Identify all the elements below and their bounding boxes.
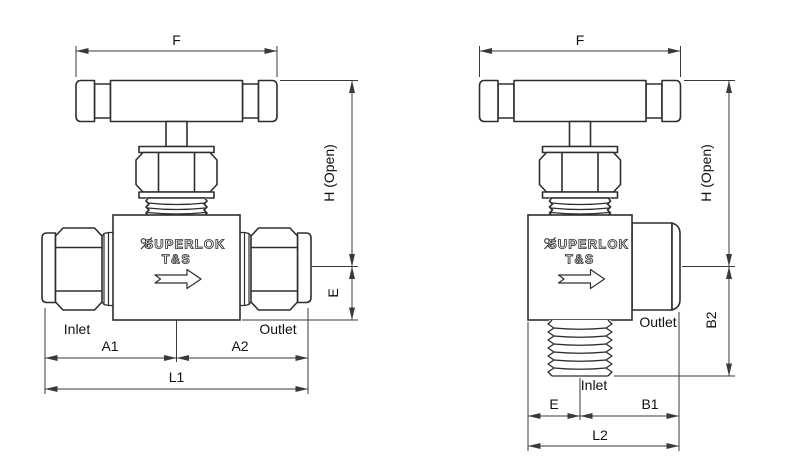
outlet-label: Outlet [639,314,676,330]
straight-valve-outlet-fitting [239,227,312,311]
e-label: E [549,396,558,412]
brand-model-text: T&S [162,253,192,267]
inlet-thread-right-edge [605,319,613,377]
angle-valve-actuator [478,79,682,216]
e-label: E [325,288,341,297]
brand-name-text: SUPERLOK [548,237,629,252]
f-label: F [172,32,181,48]
brand-model-text: T&S [565,253,595,267]
straight-valve-dimension-lines [44,46,358,394]
outlet-port-end [671,222,681,311]
h-open-label: H (Open) [321,144,337,202]
l1-label: L1 [169,369,185,385]
angle-valve-inlet-thread [547,319,613,377]
straight-valve-logo: SUPERLOK T&S [140,236,225,290]
inlet-thread-crests [553,327,607,370]
inlet-label: Inlet [64,321,91,337]
brand-mark-icon [140,237,153,250]
angle-valve-dimension-lines [479,46,735,451]
b1-label: B1 [641,396,658,412]
angle-valve-outlet-port [631,222,681,311]
straight-valve-body [112,214,241,321]
flow-arrow-icon [154,268,202,290]
angle-valve-labels: F H (Open) B2 Outlet Inlet E B1 L2 [549,32,719,443]
angle-valve-body [527,214,633,321]
f-label: F [576,32,585,48]
straight-valve-actuator [75,79,278,216]
a1-label: A1 [101,338,118,354]
l2-label: L2 [592,427,608,443]
straight-valve-inlet-fitting [41,227,114,311]
outlet-label: Outlet [259,321,296,337]
inlet-thread-left-edge [547,319,555,377]
straight-valve-view: SUPERLOK T&S F H (Open) E Inlet Outlet A… [41,32,358,394]
a2-label: A2 [231,338,248,354]
angle-valve-logo: SUPERLOK T&S [544,236,629,290]
b2-label: B2 [703,311,719,328]
brand-mark-icon [544,237,556,250]
inlet-label: Inlet [581,377,608,393]
outlet-port-body [631,222,673,311]
straight-valve-labels: F H (Open) E Inlet Outlet A1 A2 L1 [64,32,341,385]
angle-valve-view: SUPERLOK T&S F H (Open) B2 Outlet Inlet … [478,32,735,451]
flow-arrow-icon [557,268,606,290]
brand-name-text: SUPERLOK [144,237,225,252]
h-open-label: H (Open) [698,144,714,202]
